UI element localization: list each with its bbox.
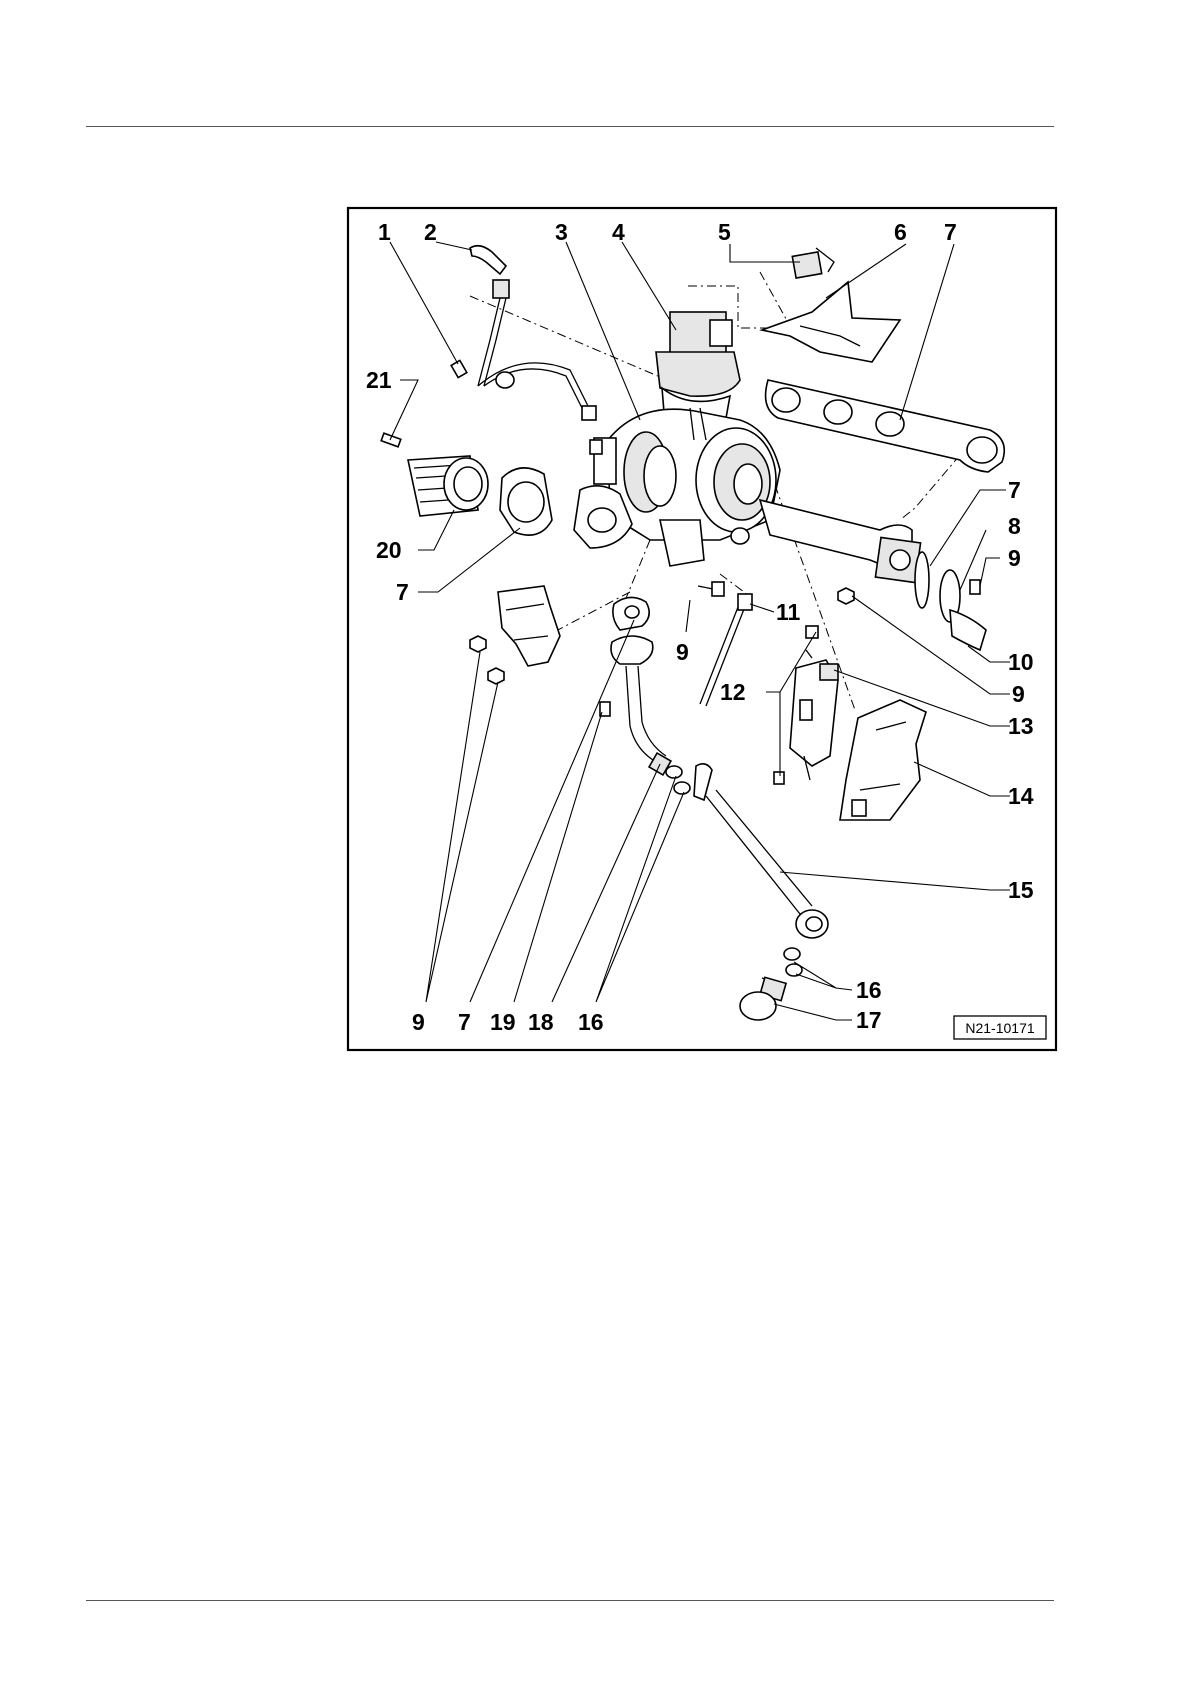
callout-9-right: 9 [1008,545,1021,571]
callout-17: 17 [856,1007,882,1033]
oil-return-gasket [613,597,649,630]
callout-6: 6 [894,219,907,245]
callout-12: 12 [720,679,746,705]
callout-9-bottom: 9 [412,1009,425,1035]
callout-15: 15 [1008,877,1034,903]
callout-21: 21 [366,367,392,393]
callout-7-top: 7 [944,219,957,245]
callout-19: 19 [490,1009,516,1035]
callout-7-left: 7 [396,579,409,605]
callout-9-center: 9 [676,639,689,665]
callout-7-bottom: 7 [458,1009,471,1035]
callout-20: 20 [376,537,402,563]
figure-reference-box: N21-10171 [954,1016,1046,1039]
figure-reference: N21-10171 [965,1020,1034,1036]
callout-16-right: 16 [856,977,882,1003]
callout-1: 1 [378,219,391,245]
callout-16-bottom: 16 [578,1009,604,1035]
callout-5: 5 [718,219,731,245]
callout-7-right: 7 [1008,477,1021,503]
callout-11: 11 [776,599,801,625]
callout-18: 18 [528,1009,554,1035]
callout-4: 4 [612,219,625,245]
callout-9-lower-right: 9 [1012,681,1025,707]
callout-13: 13 [1008,713,1034,739]
callout-3: 3 [555,219,568,245]
outlet-connector [408,456,488,516]
callout-10: 10 [1008,649,1034,675]
callout-2: 2 [424,219,437,245]
callout-8: 8 [1008,513,1021,539]
callout-14: 14 [1008,783,1034,809]
